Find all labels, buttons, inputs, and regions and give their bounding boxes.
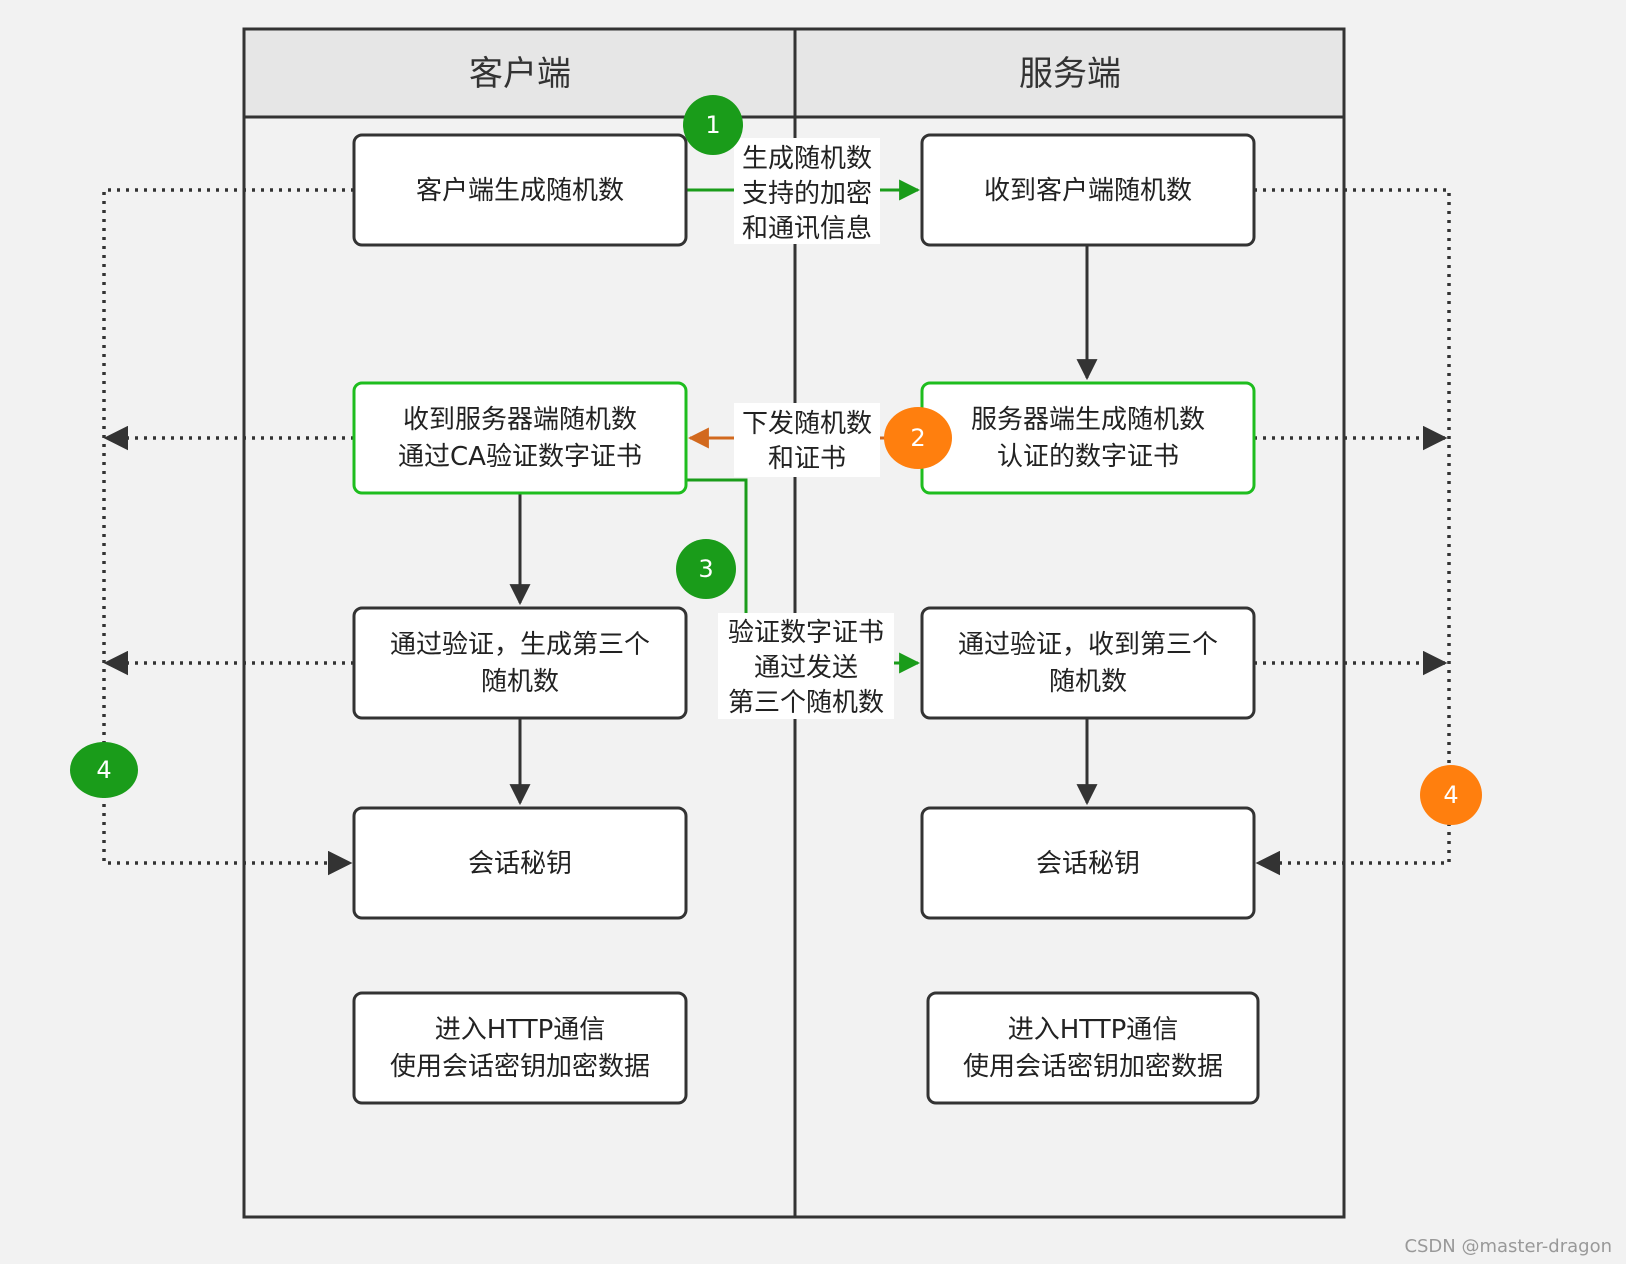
server-node-receive-random: 收到客户端随机数 (920, 133, 1256, 247)
svg-text:收到客户端随机数: 收到客户端随机数 (984, 176, 1192, 206)
server-node-session-key: 会话秘钥 (920, 806, 1256, 920)
svg-text:下发随机数: 下发随机数 (742, 409, 872, 439)
svg-text:4: 4 (96, 756, 111, 784)
server-lane-title: 服务端 (1019, 54, 1121, 94)
svg-text:第三个随机数: 第三个随机数 (728, 688, 884, 718)
svg-text:客户端生成随机数: 客户端生成随机数 (416, 176, 624, 206)
svg-text:随机数: 随机数 (1049, 667, 1127, 697)
badge-step4-right: 4 (1420, 765, 1482, 825)
svg-text:验证数字证书: 验证数字证书 (728, 618, 884, 648)
svg-text:会话秘钥: 会话秘钥 (1036, 849, 1140, 879)
client-node-verify-cert: 收到服务器端随机数 通过CA验证数字证书 (352, 381, 688, 495)
right-dotted-connectors (1254, 188, 1451, 876)
svg-text:生成随机数: 生成随机数 (742, 144, 872, 174)
watermark: CSDN @master-dragon (1404, 1236, 1612, 1257)
vertical-flow-arrows (509, 246, 1098, 806)
edge-label-step2: 下发随机数 和证书 (734, 403, 880, 477)
svg-text:使用会话密钥加密数据: 使用会话密钥加密数据 (390, 1052, 650, 1082)
svg-text:通过验证，生成第三个: 通过验证，生成第三个 (390, 630, 650, 660)
client-node-session-key: 会话秘钥 (352, 806, 688, 920)
svg-text:会话秘钥: 会话秘钥 (468, 849, 572, 879)
svg-text:收到服务器端随机数: 收到服务器端随机数 (403, 405, 637, 435)
svg-text:使用会话密钥加密数据: 使用会话密钥加密数据 (963, 1052, 1223, 1082)
svg-text:4: 4 (1443, 781, 1458, 809)
svg-text:通过验证，收到第三个: 通过验证，收到第三个 (958, 630, 1218, 660)
server-node-generate-cert: 服务器端生成随机数 认证的数字证书 (920, 381, 1256, 495)
svg-text:通过CA验证数字证书: 通过CA验证数字证书 (398, 442, 642, 472)
svg-text:3: 3 (698, 555, 713, 583)
client-lane-title: 客户端 (469, 54, 571, 94)
client-node-http: 进入HTTP通信 使用会话密钥加密数据 (352, 991, 688, 1105)
svg-text:进入HTTP通信: 进入HTTP通信 (435, 1015, 606, 1045)
svg-text:和通讯信息: 和通讯信息 (742, 214, 872, 244)
svg-text:认证的数字证书: 认证的数字证书 (997, 442, 1179, 472)
edge-label-step1: 生成随机数 支持的加密 和通讯信息 (734, 138, 880, 244)
left-dotted-connectors (102, 188, 354, 876)
svg-text:2: 2 (910, 424, 925, 452)
badge-step3: 3 (676, 539, 736, 599)
svg-text:服务器端生成随机数: 服务器端生成随机数 (971, 405, 1205, 435)
client-node-generate-random: 客户端生成随机数 (352, 133, 688, 247)
badge-step2: 2 (884, 407, 952, 469)
svg-text:1: 1 (705, 111, 720, 139)
svg-text:进入HTTP通信: 进入HTTP通信 (1008, 1015, 1179, 1045)
client-node-third-random: 通过验证，生成第三个 随机数 (352, 606, 688, 720)
svg-text:和证书: 和证书 (768, 444, 846, 474)
swimlane-frame: 客户端 服务端 (242, 27, 1346, 1219)
svg-text:通过发送: 通过发送 (754, 653, 858, 683)
badge-step1: 1 (683, 95, 743, 155)
badge-step4-left: 4 (70, 742, 138, 798)
svg-text:支持的加密: 支持的加密 (742, 179, 872, 209)
svg-text:随机数: 随机数 (481, 667, 559, 697)
edge-label-step3: 验证数字证书 通过发送 第三个随机数 (718, 613, 894, 719)
server-node-http: 进入HTTP通信 使用会话密钥加密数据 (926, 991, 1260, 1105)
server-node-receive-third: 通过验证，收到第三个 随机数 (920, 606, 1256, 720)
